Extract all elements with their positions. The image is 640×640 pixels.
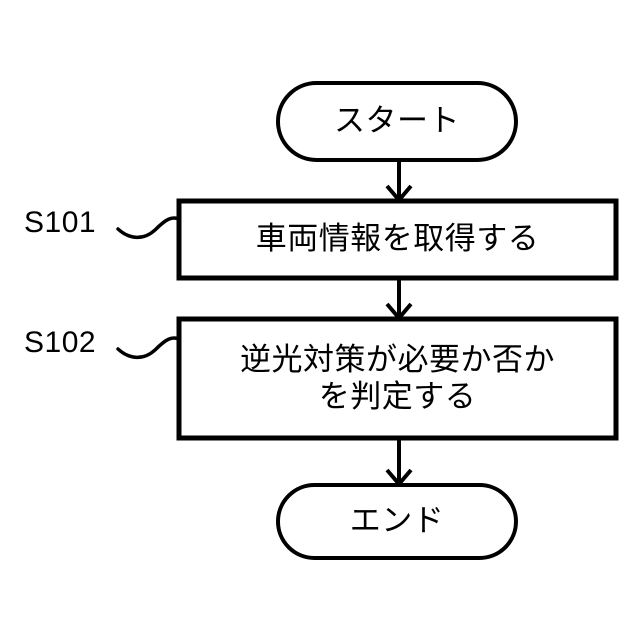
node-s102-label: 逆光対策が必要か否か を判定する: [240, 341, 555, 415]
step-label-s102: S102: [24, 326, 97, 359]
node-start-label: スタート: [334, 103, 460, 140]
node-s101-shape[interactable]: [176, 198, 619, 281]
leader-line-s101: [116, 216, 181, 240]
node-end-shape[interactable]: [276, 483, 518, 560]
node-s101-label: 車両情報を取得する: [255, 221, 540, 258]
leader-line-s102: [116, 336, 181, 360]
node-end-label: エンド: [349, 503, 445, 540]
step-label-s101: S101: [24, 206, 97, 239]
